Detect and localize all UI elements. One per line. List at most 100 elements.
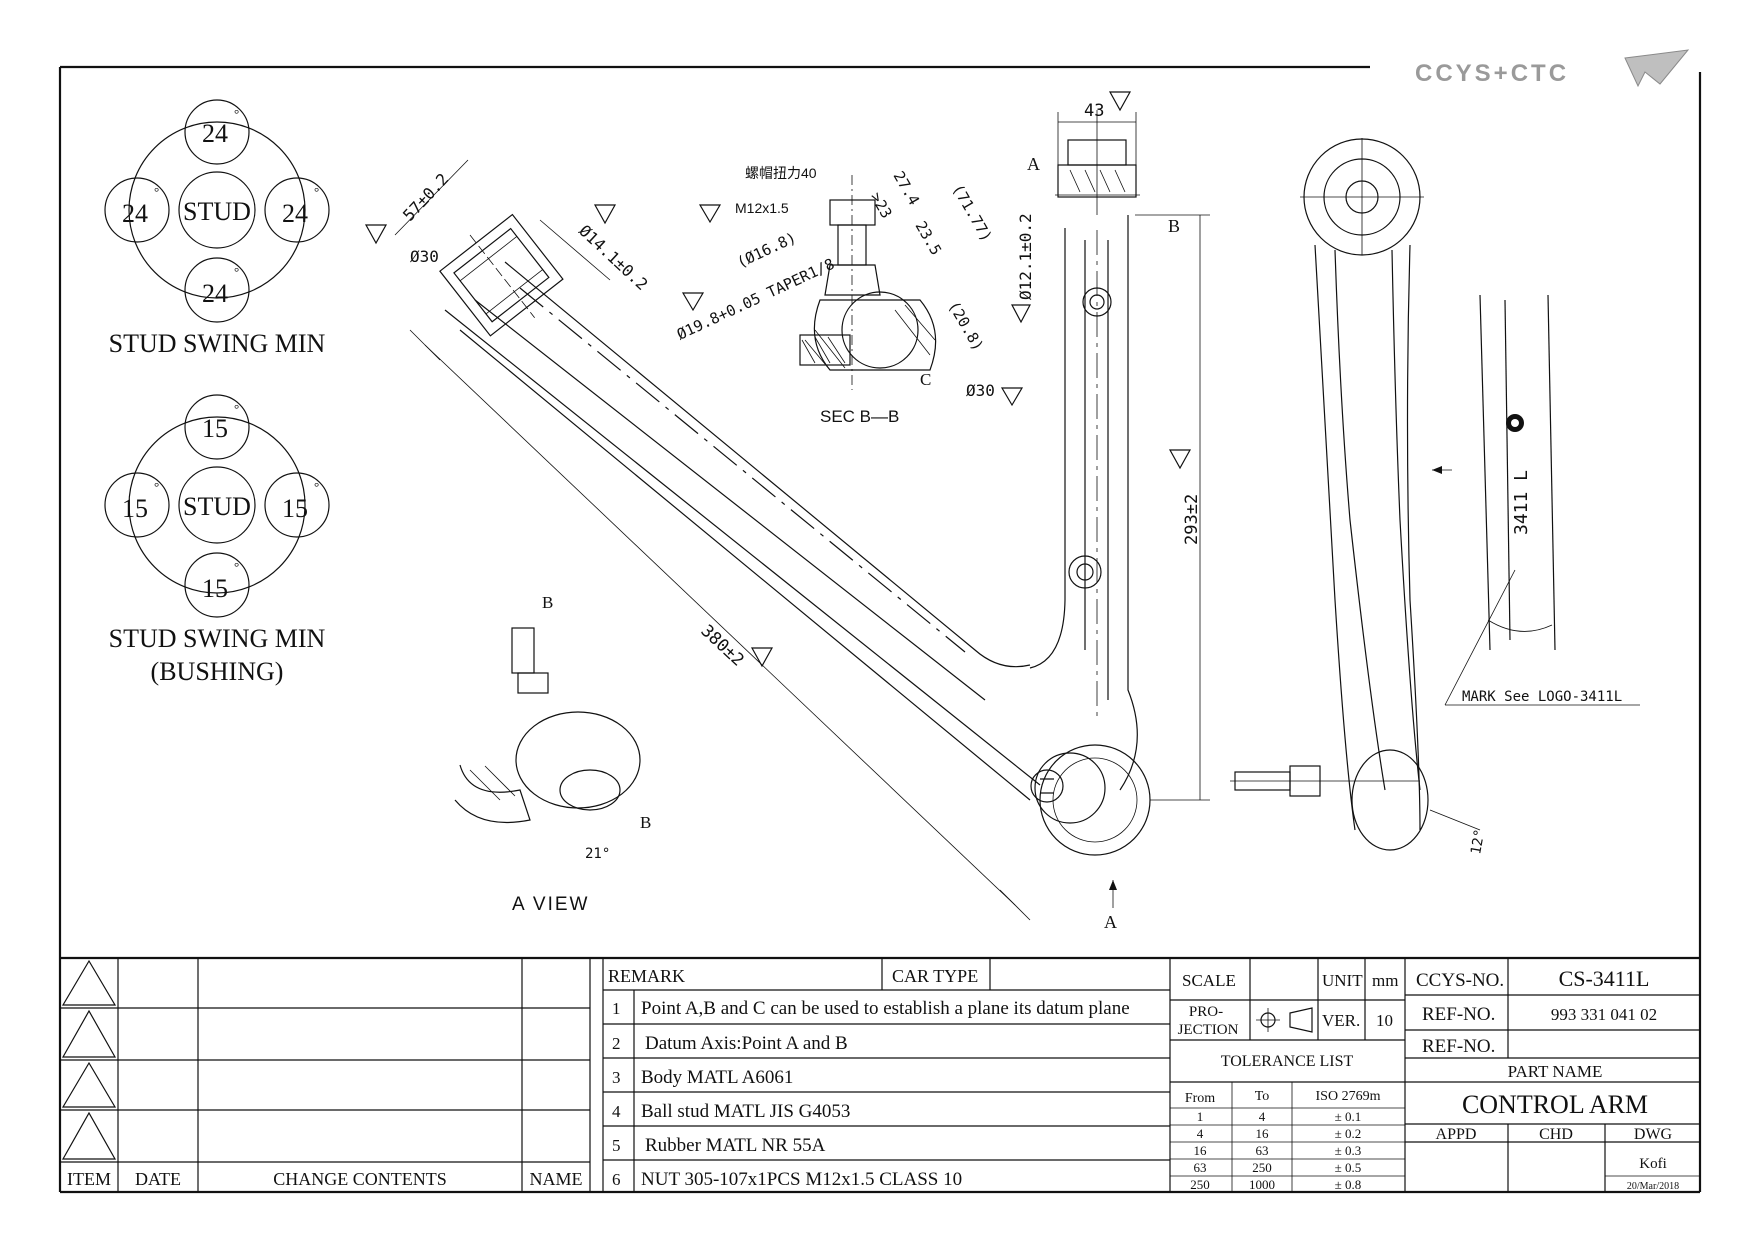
bushing-angle-right: 15 <box>282 494 308 523</box>
part-name: CONTROL ARM <box>1462 1090 1648 1119</box>
dim-57: 57±0.2 <box>399 170 452 225</box>
bushing-stud-label: STUD <box>183 492 251 521</box>
svg-text:°: ° <box>314 479 319 494</box>
mark-note: MARK See LOGO-3411L <box>1462 689 1622 705</box>
chd-label: CHD <box>1539 1126 1573 1143</box>
car-type-label: CAR TYPE <box>892 966 978 986</box>
a-view-b-bottom: B <box>640 813 651 832</box>
dim-293: 293±2 <box>1182 494 1202 545</box>
tol-value: ± 0.3 <box>1335 1143 1362 1158</box>
remark-text: Body MATL A6061 <box>641 1067 793 1088</box>
drawing-date: 20/Mar/2018 <box>1627 1181 1679 1192</box>
tol-to: 250 <box>1252 1160 1272 1175</box>
unit-value: mm <box>1372 971 1398 990</box>
projection-symbol-icon <box>1256 1007 1313 1033</box>
tol-to-header: To <box>1255 1089 1270 1104</box>
remark-text: Datum Axis:Point A and B <box>645 1033 848 1054</box>
ccys-no-value: CS-3411L <box>1559 966 1650 991</box>
bushing-caption-2: (BUSHING) <box>151 657 284 686</box>
remark-no: 5 <box>612 1136 621 1155</box>
stud-swing-diagram: STUD 24 24 24 24 °° °° STUD SWING MIN <box>104 99 330 358</box>
a-view: B B 21° A VIEW <box>454 593 651 915</box>
remark-no: 6 <box>612 1170 621 1189</box>
swing-angle-left: 24 <box>122 199 148 228</box>
tol-iso-header: ISO 2769m <box>1316 1089 1381 1104</box>
bushing-swing-diagram: STUD 15 15 15 15 ° ° ° ° STUD SWING MIN (B… <box>104 394 330 686</box>
taper-note: Ø19.8+0.05 TAPER1/8 <box>674 255 837 344</box>
svg-text:°: ° <box>314 184 319 199</box>
dim-235: 23.5 <box>912 218 946 258</box>
tolerance-title: TOLERANCE LIST <box>1221 1053 1354 1070</box>
svg-text:°: ° <box>154 184 159 199</box>
angle-12: 12° <box>1468 828 1488 856</box>
bushing-angle-top: 15 <box>202 414 228 443</box>
swing-angle-right: 24 <box>282 199 308 228</box>
title-block: ITEM DATE CHANGE CONTENTS NAME REMARK CA… <box>60 956 1700 1192</box>
dim-43: 43 <box>1084 101 1104 121</box>
side-view: 12° 3411 L MARK See LOGO-3411L <box>1230 138 1640 856</box>
section-title: SEC B—B <box>820 407 899 426</box>
tol-to: 4 <box>1259 1109 1266 1124</box>
a-view-b-top: B <box>542 593 553 612</box>
logo-mark-icon <box>1624 49 1690 88</box>
remark-text: Rubber MATL NR 55A <box>645 1135 826 1156</box>
col-name: NAME <box>530 1169 583 1189</box>
dwg-label: DWG <box>1634 1126 1673 1143</box>
company-logo: CCYS+CTC <box>1415 49 1690 88</box>
col-item: ITEM <box>67 1169 111 1189</box>
dim-14: Ø14.1±0.2 <box>575 221 651 294</box>
col-date: DATE <box>135 1169 181 1189</box>
sheet-border <box>58 65 1702 1194</box>
thread-size: M12x1.5 <box>735 200 789 216</box>
tol-value: ± 0.1 <box>1335 1109 1362 1124</box>
tol-from: 250 <box>1190 1177 1210 1192</box>
svg-text:°: ° <box>234 401 239 416</box>
remark-no: 2 <box>612 1034 621 1053</box>
torque-note: 螺帽扭力40 <box>745 165 817 181</box>
dim-71: (71.77) <box>949 181 996 245</box>
dim-27: 27.4 <box>890 168 924 208</box>
dim-380: 380±2 <box>697 621 748 671</box>
section-b-b-view: 螺帽扭力40 M12x1.5 >23 27.4 (71.77) (Ø16.8) … <box>674 165 1024 426</box>
svg-text:°: ° <box>234 106 239 121</box>
projection-label-2: JECTION <box>1178 1022 1239 1038</box>
tol-from: 16 <box>1194 1143 1208 1158</box>
remark-text: Point A,B and C can be used to establish… <box>641 998 1130 1019</box>
point-a-bottom-label: A <box>1104 912 1117 932</box>
swing-caption: STUD SWING MIN <box>109 329 326 358</box>
dim-12: Ø12.1±0.2 <box>1016 213 1035 300</box>
tol-value: ± 0.2 <box>1335 1126 1362 1141</box>
remark-label: REMARK <box>608 966 685 986</box>
ref-no-label: REF-NO. <box>1422 1004 1495 1025</box>
swing-angle-top: 24 <box>202 119 228 148</box>
tol-to: 63 <box>1256 1143 1269 1158</box>
ccys-no-label: CCYS-NO. <box>1416 970 1504 991</box>
remark-text: Ball stud MATL JIS G4053 <box>641 1101 850 1122</box>
dim-30a: Ø30 <box>410 247 439 266</box>
a-view-title: A VIEW <box>512 894 589 915</box>
logo-text: CCYS+CTC <box>1415 60 1569 87</box>
tol-from: 63 <box>1194 1160 1207 1175</box>
stud-label: STUD <box>183 197 251 226</box>
ver-label: VER. <box>1322 1011 1360 1030</box>
control-arm-main-view: 380±2 57±0.2 Ø30 Ø14.1±0.2 43 Ø12.1±0.2 … <box>364 91 1210 932</box>
bushing-angle-left: 15 <box>122 494 148 523</box>
ref-no-label-2: REF-NO. <box>1422 1036 1495 1057</box>
point-a-label: A <box>1027 154 1040 174</box>
svg-text:°: ° <box>154 479 159 494</box>
remark-no: 4 <box>612 1102 621 1121</box>
dim-30b: Ø30 <box>966 381 995 400</box>
ref-no-value: 993 331 041 02 <box>1551 1005 1657 1024</box>
dim-16: (Ø16.8) <box>734 229 799 272</box>
projection-label-1: PRO- <box>1189 1004 1223 1020</box>
dim-23: >23 <box>867 189 896 221</box>
bushing-caption-1: STUD SWING MIN <box>109 624 326 653</box>
tol-from-header: From <box>1185 1091 1215 1106</box>
svg-text:°: ° <box>234 559 239 574</box>
tol-value: ± 0.8 <box>1335 1177 1362 1192</box>
angle-21: 21° <box>585 846 610 862</box>
tol-value: ± 0.5 <box>1335 1160 1362 1175</box>
bushing-angle-bottom: 15 <box>202 574 228 603</box>
dim-208: (20.8) <box>945 298 988 354</box>
